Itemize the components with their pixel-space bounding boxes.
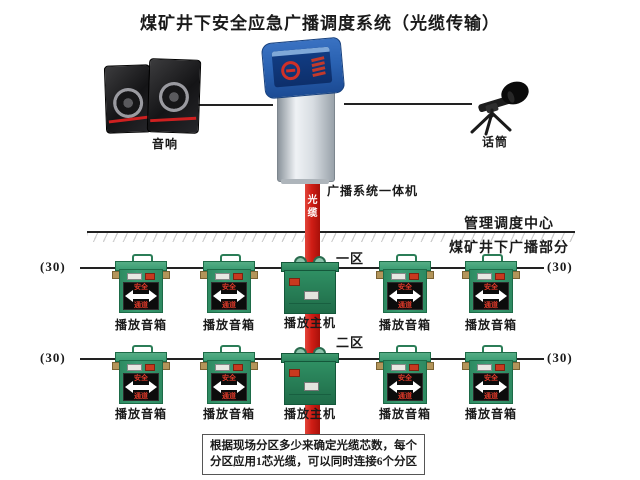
broadcast-speaker-box: 安全 通道 xyxy=(462,254,520,313)
mic-label: 话筒 xyxy=(481,135,508,149)
box-handle xyxy=(220,254,241,265)
zone2-name: 二区 xyxy=(336,335,365,350)
arrow-display: 安全 通道 xyxy=(473,282,509,310)
box-handle xyxy=(396,254,417,265)
speaker-stripe xyxy=(150,116,197,123)
box-handle xyxy=(482,254,503,265)
broadcast-kiosk-icon xyxy=(260,36,346,184)
zone1-right-count: (30) xyxy=(547,259,573,274)
arrow-display: 安全 通道 xyxy=(387,373,423,401)
double-arrow-icon xyxy=(125,290,157,302)
section-label-dispatch-center: 管理调度中心 xyxy=(464,217,554,232)
broadcast-speaker-box: 安全 通道 xyxy=(376,254,434,313)
double-arrow-icon xyxy=(389,381,421,393)
broadcast-speaker-box: 安全 通道 xyxy=(376,345,434,404)
broadcast-speaker-box: 安全 通道 xyxy=(112,345,170,404)
double-arrow-icon xyxy=(475,381,507,393)
device-label: 播放音箱 xyxy=(378,407,431,421)
broadcast-speaker-box: 安全 通道 xyxy=(112,254,170,313)
double-arrow-icon xyxy=(213,290,245,302)
device-label: 播放主机 xyxy=(283,407,336,421)
arrow-display: 安全 通道 xyxy=(123,373,159,401)
device-label: 播放音箱 xyxy=(114,318,167,332)
page-title: 煤矿井下安全应急广播调度系统（光缆传输） xyxy=(140,14,500,33)
arrow-display: 安全 通道 xyxy=(123,282,159,310)
box-handle xyxy=(396,345,417,356)
double-arrow-icon xyxy=(475,290,507,302)
note-box: 根据现场分区多少来确定光缆芯数，每个 分区应用1芯光缆，可以同时连接6个分区 xyxy=(202,434,425,475)
zone2-right-count: (30) xyxy=(547,350,573,365)
double-arrow-icon xyxy=(125,381,157,393)
zone1-left-count: (30) xyxy=(40,259,66,274)
box-handle xyxy=(132,345,153,356)
screen-button-icon xyxy=(312,71,326,78)
ground-hatch xyxy=(87,233,575,242)
device-label: 播放音箱 xyxy=(464,407,517,421)
arrow-display: 安全 通道 xyxy=(473,373,509,401)
microphone-icon xyxy=(452,80,542,142)
speaker-left-box xyxy=(103,64,153,134)
device-label: 播放主机 xyxy=(283,316,336,330)
speakers-icon xyxy=(103,58,202,136)
kiosk-screen-topbar xyxy=(271,46,330,57)
broadcast-speaker-box: 安全 通道 xyxy=(462,345,520,404)
zone2-left-count: (30) xyxy=(40,350,66,365)
device-label: 播放音箱 xyxy=(202,318,255,332)
device-label: 播放音箱 xyxy=(464,318,517,332)
speaker-cone-icon xyxy=(112,87,144,119)
fiber-cable-label: 光 缆 xyxy=(307,195,318,219)
wire-speakers-to-kiosk xyxy=(198,104,273,106)
section-label-underground: 煤矿井下广播部分 xyxy=(449,241,569,256)
note-line2: 分区应用1芯光缆，可以同时连接6个分区 xyxy=(210,456,417,468)
zone1-name: 一区 xyxy=(336,251,365,266)
note-line1: 根据现场分区多少来确定光缆芯数，每个 xyxy=(210,440,417,452)
surface-divider-line xyxy=(87,231,575,233)
no-entry-icon xyxy=(280,60,301,81)
kiosk-label: 广播系统一体机 xyxy=(327,184,419,198)
wire-kiosk-to-mic xyxy=(344,103,472,105)
box-handle xyxy=(132,254,153,265)
arrow-display: 安全 通道 xyxy=(387,282,423,310)
speaker-cone-icon xyxy=(158,81,190,113)
box-handle xyxy=(482,345,503,356)
broadcast-host-box xyxy=(281,347,339,405)
device-label: 播放音箱 xyxy=(202,407,255,421)
kiosk-head xyxy=(260,36,346,100)
device-label: 播放音箱 xyxy=(114,407,167,421)
speakers-label: 音响 xyxy=(151,137,178,151)
double-arrow-icon xyxy=(389,290,421,302)
speaker-right-box xyxy=(146,58,202,134)
broadcast-host-box xyxy=(281,256,339,314)
arrow-display: 安全 通道 xyxy=(211,373,247,401)
box-handle xyxy=(220,345,241,356)
device-label: 播放音箱 xyxy=(378,318,431,332)
double-arrow-icon xyxy=(213,381,245,393)
arrow-display: 安全 通道 xyxy=(211,282,247,310)
broadcast-speaker-box: 安全 通道 xyxy=(200,254,258,313)
kiosk-base xyxy=(281,179,329,184)
broadcast-speaker-box: 安全 通道 xyxy=(200,345,258,404)
kiosk-screen xyxy=(271,46,333,88)
